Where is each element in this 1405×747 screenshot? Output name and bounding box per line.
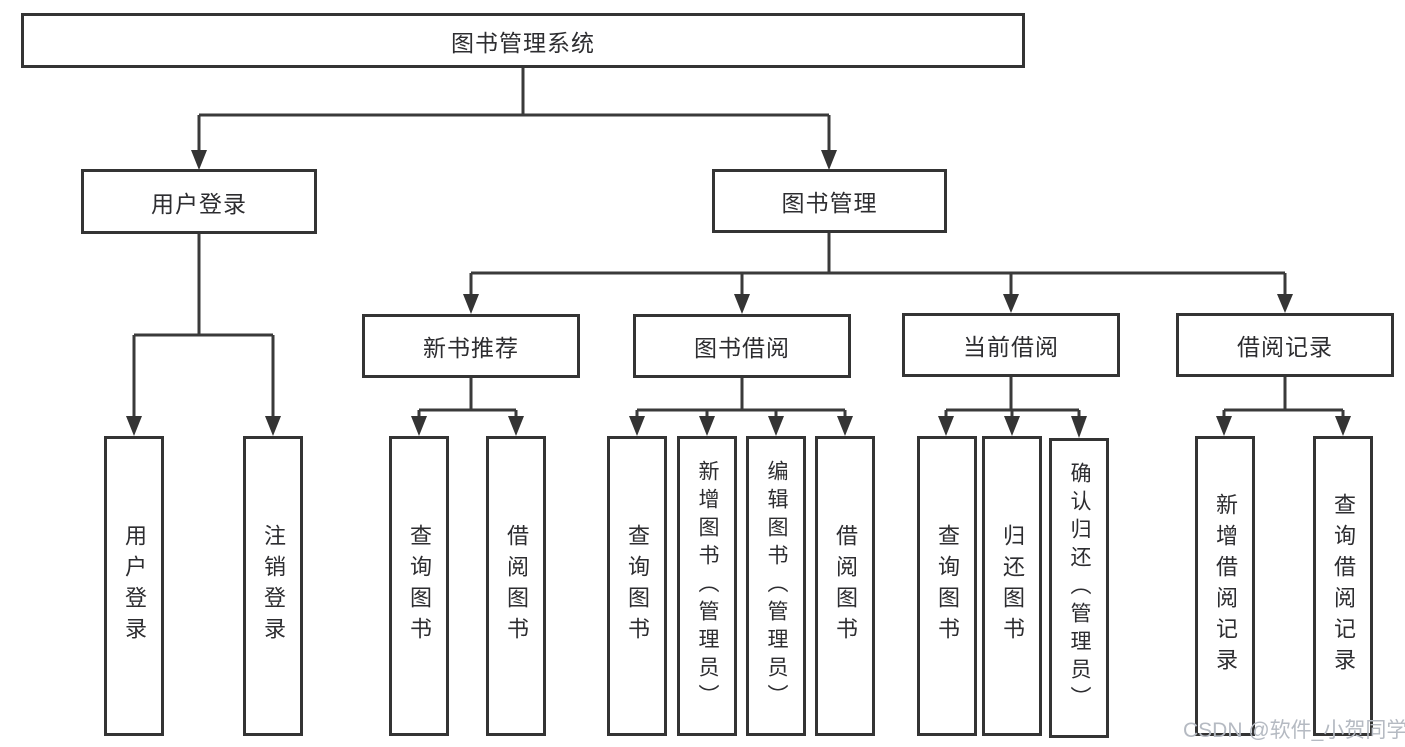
connector-user-login-to-leaves	[126, 234, 281, 436]
arrowhead	[265, 416, 281, 436]
arrowhead	[126, 416, 142, 436]
leaf-borrow-books-2: 借阅图书	[815, 436, 875, 736]
leaf-label: 查询图书	[935, 524, 960, 648]
leaf-label: 借阅图书	[833, 524, 858, 648]
connector-book-management-to-level3	[463, 233, 1293, 314]
leaf-label: 新增借阅记录	[1213, 493, 1238, 679]
leaf-label: 查询图书	[407, 524, 432, 648]
arrowhead	[629, 416, 645, 436]
arrowhead	[463, 294, 479, 314]
node-current-borrow: 当前借阅	[902, 313, 1120, 377]
leaf-label: 查询图书	[625, 524, 650, 648]
arrowhead	[1335, 416, 1351, 436]
arrowhead	[821, 150, 837, 170]
arrowhead	[699, 416, 715, 436]
connector-new-book-to-leaves	[411, 378, 524, 436]
leaf-label: 查询借阅记录	[1331, 493, 1356, 679]
leaf-label: 编辑图书（管理员）	[765, 460, 788, 712]
connector-borrow-records-to-leaves	[1216, 377, 1351, 436]
connector-book-borrow-to-leaves	[629, 378, 853, 436]
csdn-watermark: CSDN @软件_小贺同学	[1183, 719, 1405, 742]
arrowhead	[768, 416, 784, 436]
node-borrow-records: 借阅记录	[1176, 313, 1394, 377]
arrowhead	[1004, 416, 1020, 436]
leaf-label: 新增图书（管理员）	[696, 460, 719, 712]
leaf-label: 用户登录	[122, 524, 147, 648]
leaf-confirm-return-admin: 确认归还（管理员）	[1049, 438, 1109, 738]
connector-root-to-level2	[191, 68, 837, 170]
node-book-borrow: 图书借阅	[633, 314, 851, 378]
leaf-label: 借阅图书	[504, 524, 529, 648]
arrowhead	[938, 416, 954, 436]
leaf-label: 归还图书	[1000, 524, 1025, 648]
node-new-book-recommend: 新书推荐	[362, 314, 580, 378]
leaf-return-books: 归还图书	[982, 436, 1042, 736]
leaf-query-books-3: 查询图书	[917, 436, 977, 736]
leaf-add-borrow-record: 新增借阅记录	[1195, 436, 1255, 736]
leaf-query-books-1: 查询图书	[389, 436, 449, 736]
leaf-add-book-admin: 新增图书（管理员）	[677, 436, 737, 736]
node-user-login: 用户登录	[81, 169, 317, 234]
arrowhead	[837, 416, 853, 436]
leaf-edit-book-admin: 编辑图书（管理员）	[746, 436, 806, 736]
arrowhead	[1216, 416, 1232, 436]
arrowhead	[1003, 294, 1019, 313]
arrowhead	[1071, 416, 1087, 438]
leaf-borrow-books-1: 借阅图书	[486, 436, 546, 736]
leaf-user-login: 用户登录	[104, 436, 164, 736]
node-book-management: 图书管理	[712, 169, 947, 233]
leaf-query-borrow-record: 查询借阅记录	[1313, 436, 1373, 736]
leaf-label: 注销登录	[261, 524, 286, 648]
arrowhead	[191, 150, 207, 170]
leaf-label: 确认归还（管理员）	[1068, 462, 1091, 714]
arrowhead	[1277, 294, 1293, 313]
arrowhead	[508, 416, 524, 436]
node-root-system: 图书管理系统	[21, 13, 1025, 68]
leaf-query-books-2: 查询图书	[607, 436, 667, 736]
leaf-logout: 注销登录	[243, 436, 303, 736]
arrowhead	[411, 416, 427, 436]
connector-current-borrow-to-leaves	[938, 377, 1087, 438]
arrowhead	[734, 294, 750, 314]
